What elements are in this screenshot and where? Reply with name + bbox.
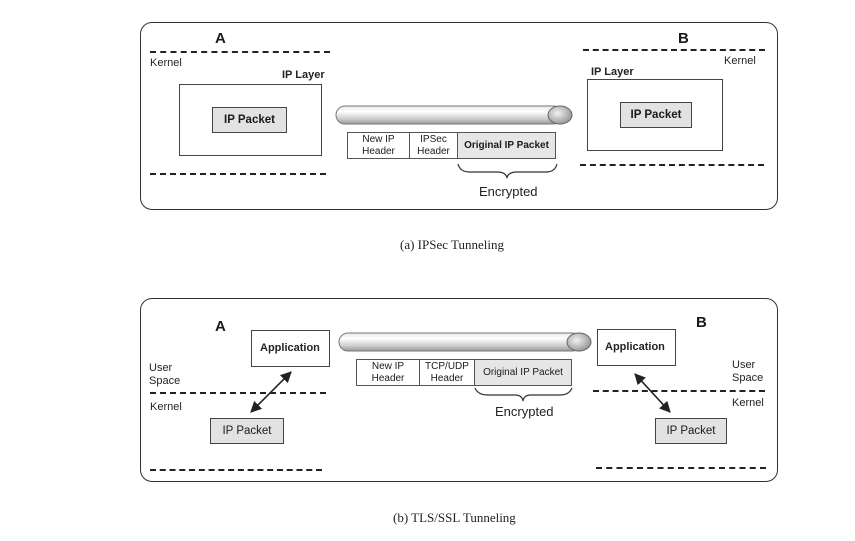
application-box-left: [251, 330, 330, 367]
ip-layer-label-right: IP Layer: [591, 66, 634, 78]
ip-packet-right: IP Packet: [620, 102, 692, 128]
caption-ipsec: (a) IPSec Tunneling: [400, 237, 504, 252]
ip-layer-label-left: IP Layer: [282, 69, 325, 81]
kernel-label-right: Kernel: [724, 55, 756, 67]
kernel-boundary-top-right: [583, 49, 765, 51]
node-a-label: A: [215, 318, 226, 335]
header-ipsec: IPSec Header: [409, 132, 458, 159]
kernel-label-right: Kernel: [732, 397, 764, 409]
caption-tls-ssl: (b) TLS/SSL Tunneling: [393, 510, 516, 525]
encrypted-label: Encrypted: [495, 404, 554, 419]
encrypted-brace: [457, 163, 558, 179]
ip-packet-left: IP Packet: [212, 107, 287, 133]
application-label-right: Application: [605, 341, 665, 353]
encrypted-brace: [474, 387, 573, 402]
header-new-ip: New IP Header: [356, 359, 420, 386]
header-original-ip-packet: Original IP Packet: [474, 359, 572, 386]
kernel-label-left: Kernel: [150, 57, 182, 69]
node-b-label: B: [696, 314, 707, 331]
user-space-label-left: User Space: [149, 362, 181, 387]
header-new-ip: New IP Header: [347, 132, 410, 159]
app-to-kernel-arrow-left: [250, 371, 292, 413]
tls-tunnel: [338, 332, 592, 352]
ip-packet-left: IP Packet: [210, 418, 284, 444]
kernel-boundary-bottom-right: [580, 164, 764, 166]
userspace-kernel-boundary-right: [593, 390, 765, 392]
kernel-boundary-bottom-left: [150, 469, 322, 471]
node-a-label: A: [215, 30, 226, 47]
ip-packet-right: IP Packet: [655, 418, 727, 444]
user-space-label-right: User Space: [732, 359, 764, 384]
kernel-boundary-bottom-right: [596, 467, 766, 469]
kernel-boundary-bottom-left: [150, 173, 326, 175]
kernel-boundary-top-left: [150, 51, 330, 53]
ipsec-tunnel: [335, 105, 573, 125]
userspace-kernel-boundary-left: [150, 392, 326, 394]
kernel-label-left: Kernel: [150, 401, 182, 413]
application-box-right: [597, 329, 676, 366]
header-original-ip-packet: Original IP Packet: [457, 132, 556, 159]
app-to-kernel-arrow-right: [634, 373, 671, 413]
application-label-left: Application: [260, 342, 320, 354]
node-b-label: B: [678, 30, 689, 47]
encrypted-label: Encrypted: [479, 184, 538, 199]
